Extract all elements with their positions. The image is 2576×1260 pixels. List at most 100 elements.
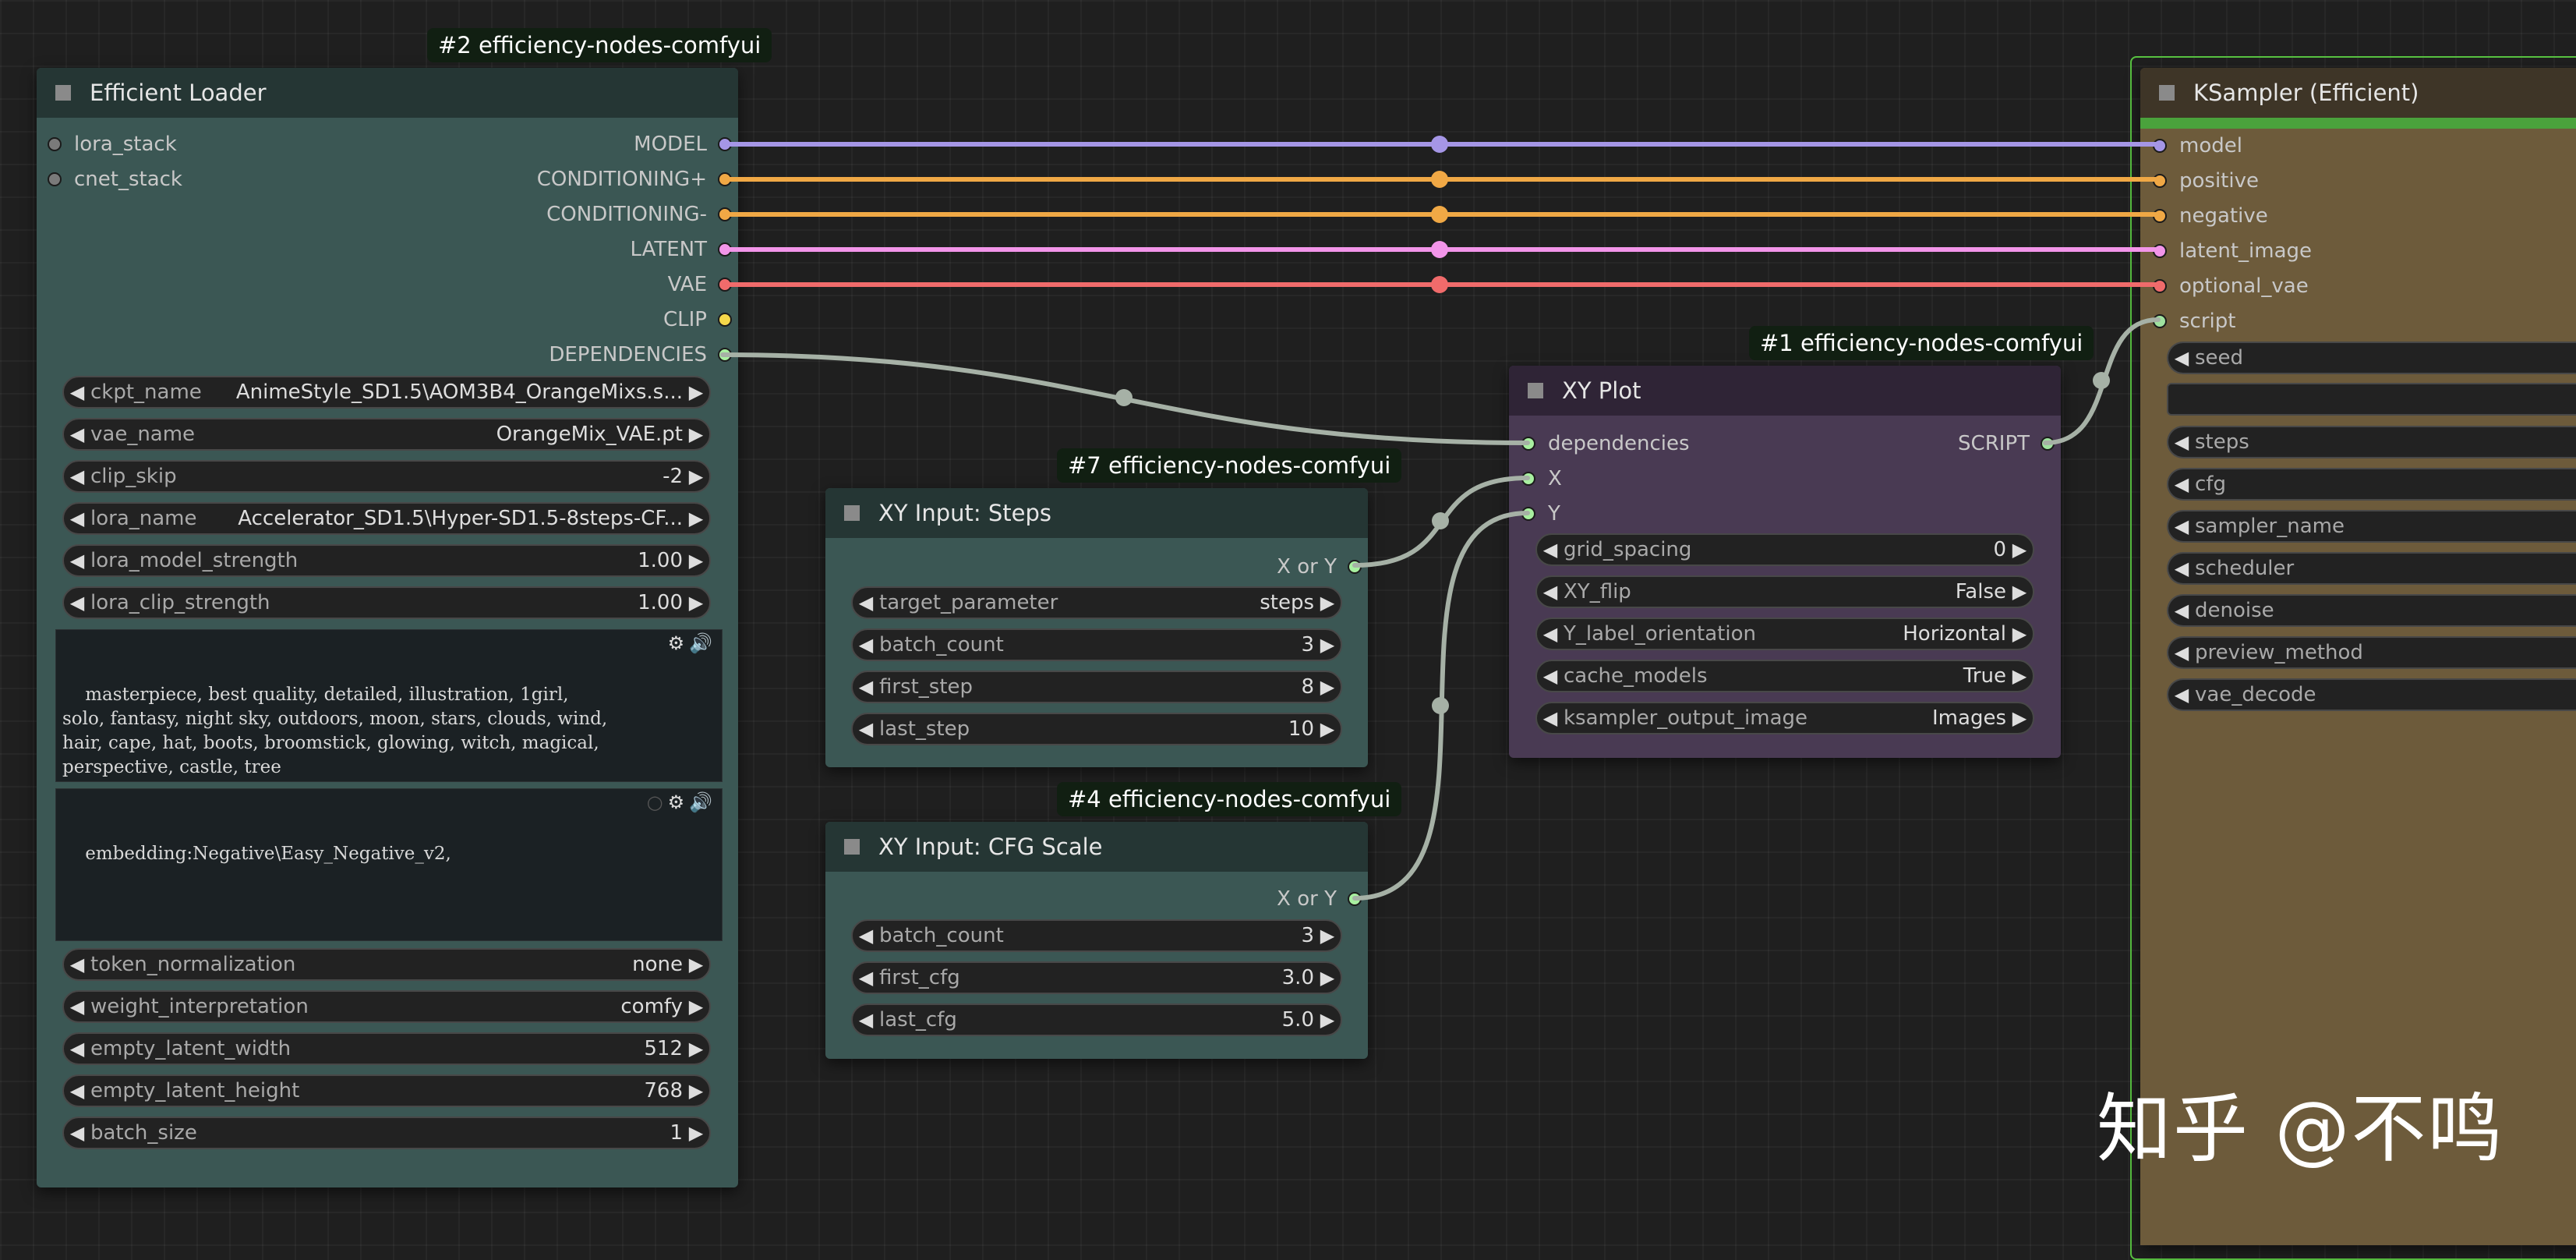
arrow-left-icon[interactable]: ◀: [64, 381, 90, 403]
arrow-left-icon[interactable]: ◀: [1537, 623, 1564, 645]
arrow-left-icon[interactable]: ◀: [2168, 642, 2195, 664]
arrow-left-icon[interactable]: ◀: [64, 592, 90, 614]
empty-latent-height-number[interactable]: ◀ empty_latent_height 768 ▶: [62, 1074, 711, 1107]
last-step-number[interactable]: ◀ last_step 10 ▶: [851, 713, 1342, 745]
input-slot-cnet-stack[interactable]: cnet_stack: [48, 161, 182, 196]
scheduler-widget[interactable]: ◀ scheduler: [2167, 552, 2576, 585]
arrow-right-icon[interactable]: ▶: [683, 465, 709, 487]
slot-dot-icon[interactable]: [1521, 507, 1535, 521]
output-slot-latent[interactable]: LATENT: [631, 232, 733, 267]
arrow-left-icon[interactable]: ◀: [853, 1009, 879, 1031]
input-slot-positive[interactable]: positive: [2153, 163, 2259, 198]
batch-count-number[interactable]: ◀ batch_count 3 ▶: [851, 919, 1342, 952]
batch-size-number[interactable]: ◀ batch_size 1 ▶: [62, 1117, 711, 1149]
xy-input-steps-node[interactable]: XY Input: Steps X or Y ◀ target_paramete…: [825, 488, 1368, 767]
input-slot-negative[interactable]: negative: [2153, 198, 2268, 233]
input-slot-x[interactable]: X: [1521, 461, 1562, 496]
slot-dot-icon[interactable]: [2153, 174, 2167, 188]
arrow-left-icon[interactable]: ◀: [1537, 581, 1564, 603]
arrow-left-icon[interactable]: ◀: [2168, 473, 2195, 495]
arrow-left-icon[interactable]: ◀: [1537, 539, 1564, 561]
wire-steps-to-x[interactable]: [1355, 478, 1528, 565]
speaker-icon[interactable]: 🔊: [689, 632, 712, 654]
wire-midpoint-steps[interactable]: [1432, 512, 1449, 529]
input-slot-y[interactable]: Y: [1521, 496, 1560, 531]
steps-widget[interactable]: ◀ steps: [2167, 426, 2576, 458]
wire-cfg-to-y[interactable]: [1355, 513, 1528, 898]
slot-dot-icon[interactable]: [1348, 892, 1362, 906]
collapse-toggle-icon[interactable]: [844, 839, 860, 855]
wire-midpoint-cfg[interactable]: [1432, 697, 1449, 714]
slot-dot-icon[interactable]: [718, 313, 732, 327]
arrow-right-icon[interactable]: ▶: [1314, 967, 1341, 989]
slot-dot-icon[interactable]: [718, 172, 732, 186]
arrow-right-icon[interactable]: ▶: [683, 996, 709, 1018]
lora-name-combo[interactable]: ◀ lora_name Accelerator_SD1.5\Hyper-SD1.…: [62, 502, 711, 535]
wire-midpoint-latent[interactable]: [1431, 241, 1448, 258]
arrow-right-icon[interactable]: ▶: [1314, 1009, 1341, 1031]
wire-midpoint-script[interactable]: [2093, 372, 2110, 389]
efficient-loader-title-bar[interactable]: Efficient Loader: [37, 68, 738, 118]
output-slot-x-or-y[interactable]: X or Y: [1277, 549, 1362, 584]
efficient-loader-node[interactable]: Efficient Loader lora_stack cnet_stack M…: [37, 68, 738, 1187]
xy-flip-toggle[interactable]: ◀ XY_flip False ▶: [1535, 575, 2034, 608]
collapse-toggle-icon[interactable]: [55, 85, 71, 101]
input-slot-model[interactable]: model: [2153, 128, 2242, 163]
output-slot-dependencies[interactable]: DEPENDENCIES: [549, 337, 732, 372]
collapse-toggle-icon[interactable]: [844, 505, 860, 521]
empty-latent-width-number[interactable]: ◀ empty_latent_width 512 ▶: [62, 1032, 711, 1065]
arrow-right-icon[interactable]: ▶: [2006, 665, 2033, 687]
wire-midpoint-positive[interactable]: [1431, 171, 1448, 188]
arrow-left-icon[interactable]: ◀: [853, 967, 879, 989]
output-slot-conditioning-positive[interactable]: CONDITIONING+: [537, 161, 732, 196]
y-label-orientation-combo[interactable]: ◀ Y_label_orientation Horizontal ▶: [1535, 618, 2034, 650]
cache-models-toggle[interactable]: ◀ cache_models True ▶: [1535, 660, 2034, 692]
lora-clip-strength-number[interactable]: ◀ lora_clip_strength 1.00 ▶: [62, 586, 711, 619]
vae-decode-widget[interactable]: ◀ vae_decode: [2167, 678, 2576, 711]
seed-widget[interactable]: ◀ seed: [2167, 342, 2576, 374]
xy-steps-title-bar[interactable]: XY Input: Steps: [825, 488, 1368, 538]
arrow-right-icon[interactable]: ▶: [1314, 676, 1341, 698]
input-slot-latent-image[interactable]: latent_image: [2153, 233, 2312, 268]
slot-dot-icon[interactable]: [1521, 437, 1535, 451]
input-slot-script[interactable]: script: [2153, 303, 2235, 338]
slot-dot-icon[interactable]: [1521, 472, 1535, 486]
arrow-right-icon[interactable]: ▶: [2006, 539, 2033, 561]
xy-cfg-title-bar[interactable]: XY Input: CFG Scale: [825, 822, 1368, 872]
arrow-left-icon[interactable]: ◀: [853, 925, 879, 947]
arrow-right-icon[interactable]: ▶: [683, 508, 709, 529]
batch-count-number[interactable]: ◀ batch_count 3 ▶: [851, 628, 1342, 661]
wire-midpoint-negative[interactable]: [1431, 206, 1448, 223]
arrow-right-icon[interactable]: ▶: [1314, 925, 1341, 947]
slot-dot-icon[interactable]: [1348, 560, 1362, 574]
arrow-left-icon[interactable]: ◀: [2168, 515, 2195, 537]
arrow-right-icon[interactable]: ▶: [683, 1080, 709, 1102]
output-slot-vae[interactable]: VAE: [668, 267, 732, 302]
first-cfg-number[interactable]: ◀ first_cfg 3.0 ▶: [851, 961, 1342, 994]
output-slot-clip[interactable]: CLIP: [663, 302, 732, 337]
vae-name-combo[interactable]: ◀ vae_name OrangeMix_VAE.pt ▶: [62, 418, 711, 451]
arrow-left-icon[interactable]: ◀: [1537, 707, 1564, 729]
output-slot-script[interactable]: SCRIPT: [1958, 426, 2055, 461]
slot-dot-icon[interactable]: [2153, 139, 2167, 153]
arrow-left-icon[interactable]: ◀: [2168, 347, 2195, 369]
ksampler-title-bar[interactable]: KSampler (Efficient): [2140, 68, 2576, 118]
slot-dot-icon[interactable]: [48, 137, 62, 151]
arrow-right-icon[interactable]: ▶: [683, 954, 709, 975]
arrow-left-icon[interactable]: ◀: [853, 634, 879, 656]
preview-method-widget[interactable]: ◀ preview_method: [2167, 636, 2576, 669]
slot-dot-icon[interactable]: [718, 137, 732, 151]
arrow-left-icon[interactable]: ◀: [64, 1038, 90, 1060]
sampler-name-widget[interactable]: ◀ sampler_name: [2167, 510, 2576, 543]
clip-skip-number[interactable]: ◀ clip_skip -2 ▶: [62, 460, 711, 493]
arrow-right-icon[interactable]: ▶: [683, 1122, 709, 1144]
gear-icon[interactable]: ⚙: [668, 791, 685, 813]
slot-dot-icon[interactable]: [2153, 244, 2167, 258]
xy-plot-node[interactable]: XY Plot dependencies X Y SCRIPT ◀ grid_s…: [1509, 366, 2061, 758]
slot-dot-icon[interactable]: [2153, 314, 2167, 328]
arrow-left-icon[interactable]: ◀: [2168, 600, 2195, 621]
speaker-icon[interactable]: 🔊: [689, 791, 712, 813]
slot-dot-icon[interactable]: [2153, 279, 2167, 293]
arrow-left-icon[interactable]: ◀: [64, 465, 90, 487]
collapse-toggle-icon[interactable]: [1528, 383, 1543, 398]
